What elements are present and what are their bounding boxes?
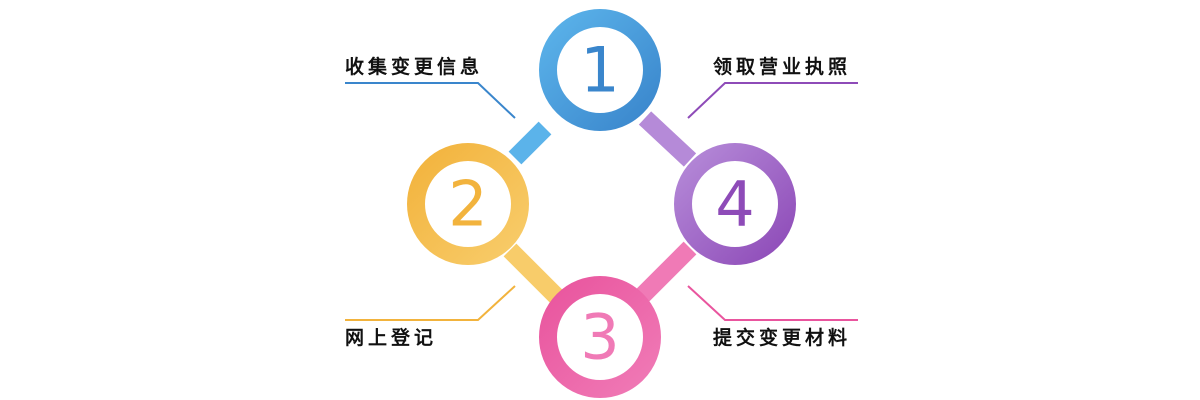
step-number-2: 2	[448, 168, 487, 241]
leader-line-1	[345, 82, 516, 119]
connector-2-3	[503, 243, 565, 305]
connector-1-4	[638, 111, 697, 167]
step-circle-3: 3	[539, 276, 661, 398]
step-number-3: 3	[580, 301, 619, 374]
step-circle-2: 2	[407, 143, 529, 265]
leader-line-2	[345, 285, 516, 321]
step-label-3: 提交变更材料	[713, 326, 851, 349]
step-label-1: 收集变更信息	[345, 55, 483, 78]
leader-line-4	[687, 82, 858, 119]
step-number-1: 1	[580, 34, 619, 107]
leader-line-3	[687, 285, 858, 321]
step-label-2: 网上登记	[345, 326, 437, 349]
step-circle-4: 4	[674, 143, 796, 265]
step-label-4: 领取营业执照	[713, 55, 851, 78]
step-number-4: 4	[715, 168, 754, 241]
connector-3-4	[633, 241, 697, 305]
connector-1-2	[508, 121, 552, 165]
step-circle-1: 1	[539, 9, 661, 131]
